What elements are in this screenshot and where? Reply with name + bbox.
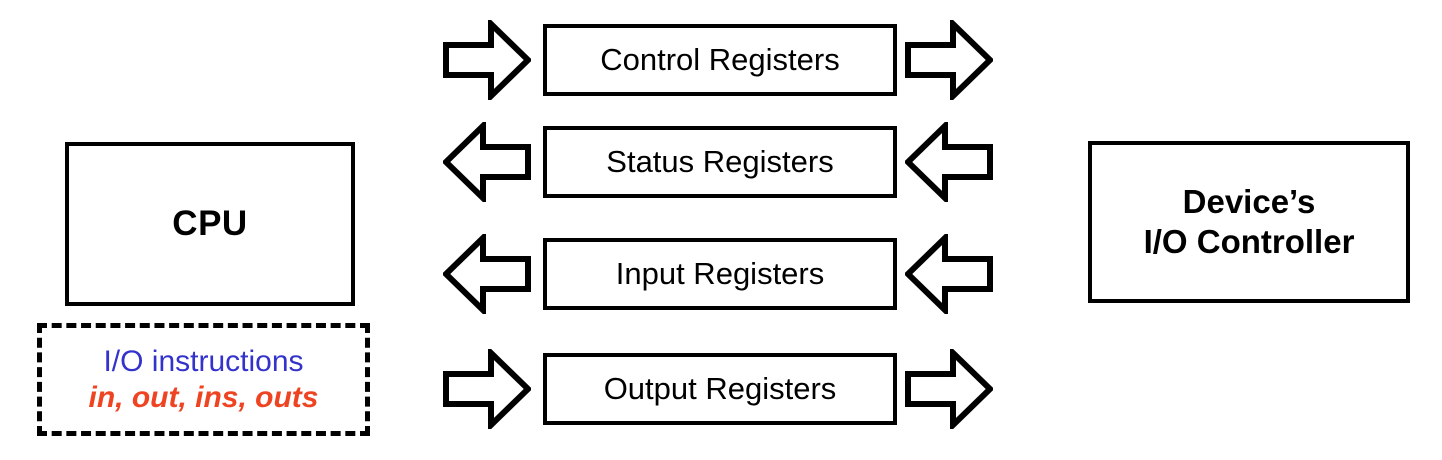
arrow-left-icon (443, 122, 531, 202)
register-box: Status Registers (543, 126, 897, 198)
register-label: Control Registers (600, 41, 840, 77)
register-label: Output Registers (603, 370, 837, 406)
arrow-left-icon (443, 234, 531, 314)
cpu-box: CPU (65, 142, 355, 306)
io-instructions-mnemonics: in, out, ins, outs (88, 380, 319, 414)
cpu-label: CPU (172, 203, 248, 243)
register-box: Output Registers (543, 353, 897, 425)
io-instructions-box: I/O instructions in, out, ins, outs (37, 323, 370, 436)
arrow-right-icon (905, 20, 993, 100)
register-box: Control Registers (543, 24, 897, 96)
register-label: Status Registers (606, 143, 834, 179)
device-label-line2: I/O Controller (1143, 223, 1355, 260)
arrow-left-icon (905, 234, 993, 314)
register-box: Input Registers (543, 238, 897, 310)
io-instructions-label: I/O instructions (103, 344, 304, 378)
arrow-right-icon (443, 20, 531, 100)
arrow-left-icon (905, 122, 993, 202)
arrow-right-icon (905, 349, 993, 429)
device-label-line1: Device’s (1182, 182, 1316, 220)
device-io-controller-box: Device’s I/O Controller (1088, 141, 1410, 303)
register-label: Input Registers (615, 255, 825, 291)
arrow-right-icon (443, 349, 531, 429)
